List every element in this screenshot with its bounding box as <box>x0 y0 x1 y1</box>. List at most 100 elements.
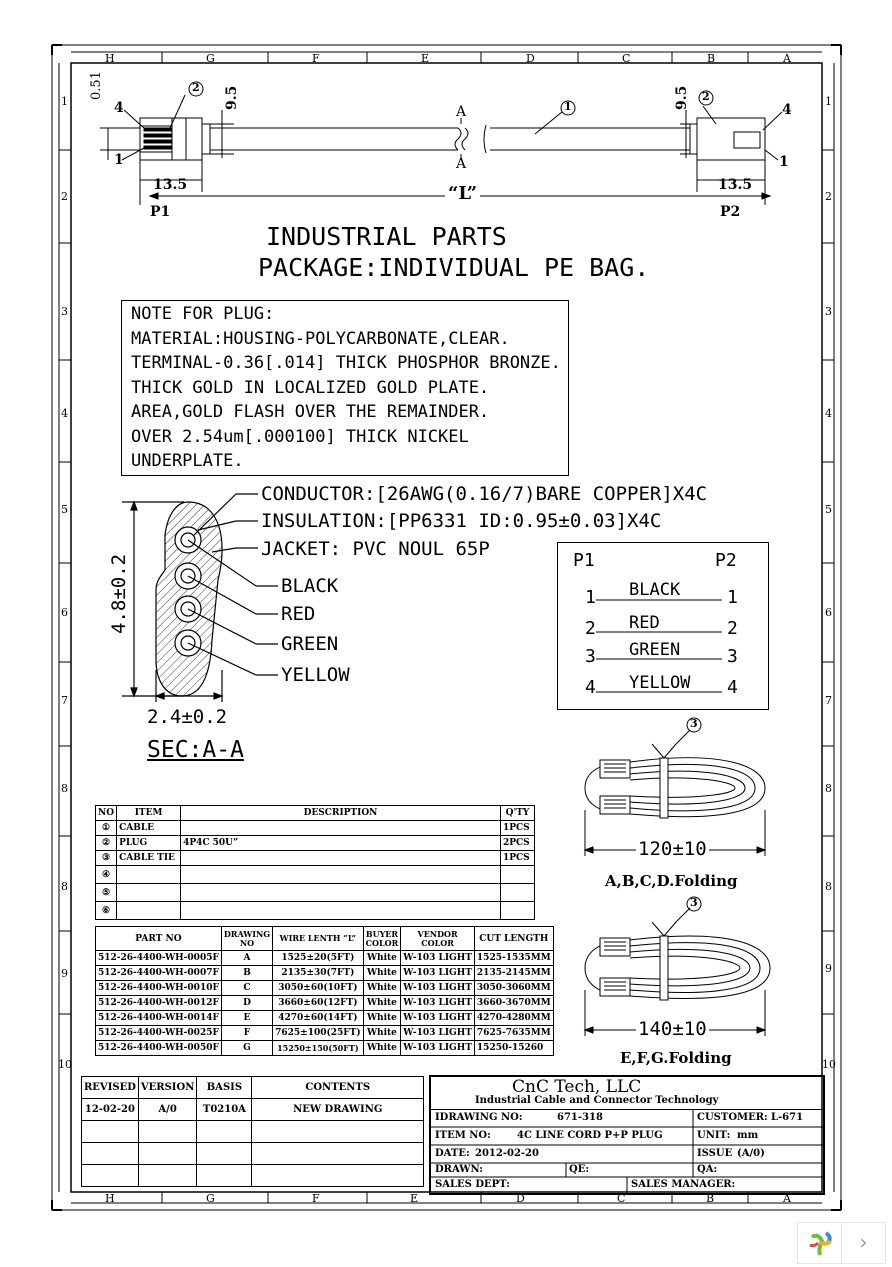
cut-length: 1525-1535MM <box>473 950 554 966</box>
title-block-header: CnC Tech, LLC Industrial Cable and Conne… <box>431 1077 823 1110</box>
vendor-color: W-103 LIGHT <box>400 1025 475 1041</box>
vendor-color: W-103 LIGHT <box>400 995 475 1011</box>
col-label: G <box>206 1192 215 1205</box>
table-row: ⑥ <box>94 901 536 920</box>
heading-package: PACKAGE:INDIVIDUAL PE BAG. <box>258 253 650 282</box>
row-label: 8 <box>61 782 68 795</box>
drawing-no: C <box>220 980 274 996</box>
pinout-color-3: GREEN <box>629 640 681 660</box>
row-label: 2 <box>825 190 832 203</box>
drawing-no: E <box>220 1010 274 1026</box>
issue-label: ISSUE <box>697 1148 733 1159</box>
table-row <box>81 1120 424 1143</box>
note-line: OVER 2.54um[.000100] THICK NICKEL <box>131 426 469 447</box>
part-no: 512-26-4400-WH-0025F <box>95 1025 222 1041</box>
dim-13-5-left: 13.5 <box>153 177 188 193</box>
viewer-logo-button[interactable] <box>797 1222 843 1264</box>
bom-qty <box>499 883 536 902</box>
customer-label: CUSTOMER: <box>697 1112 768 1123</box>
conductor-label: CONDUCTOR:[26AWG(0.16/7)BARE COPPER]X4C <box>261 483 708 505</box>
pinout-p2: P2 <box>715 550 737 571</box>
row-label: 7 <box>825 694 832 707</box>
col-label: F <box>312 52 320 65</box>
col-label: C <box>617 1192 626 1205</box>
qa-label: QA: <box>697 1164 718 1175</box>
col-label: G <box>206 52 215 65</box>
revision-basis: T0210A <box>196 1098 253 1121</box>
bom-qty <box>499 865 536 884</box>
bom-no: ④ <box>94 865 118 884</box>
col-label: E <box>410 1192 419 1205</box>
drawing-no: G <box>220 1040 274 1056</box>
col-label: D <box>516 1192 525 1205</box>
bom-item <box>116 865 182 884</box>
folding-caption-top: A,B,C,D.Folding <box>605 872 738 890</box>
chevron-right-icon: › <box>859 1230 868 1254</box>
folding-illustrations <box>583 717 771 1036</box>
table-row: ② PLUG 4P4C 50U” 2PCS <box>94 835 536 851</box>
pinout-left-1: 1 <box>585 587 596 608</box>
plug-label-p1: P1 <box>150 204 171 220</box>
cut-length: 15250-15260 <box>473 1040 554 1056</box>
row-label: 2 <box>61 190 68 203</box>
bom-header-row: NO ITEM DESCRIPTION Q'TY <box>94 805 536 821</box>
col-label: H <box>105 52 115 65</box>
bom-qty <box>499 901 536 920</box>
table-row: 512-26-4400-WH-0014F E 4270±60(14FT) Whi… <box>95 1010 554 1026</box>
company-tagline: Industrial Cable and Connector Technolog… <box>475 1095 719 1106</box>
company-name: CnC Tech, LLC <box>512 1077 642 1097</box>
buyer-color: White <box>362 1040 402 1056</box>
cut-length: 2135-2145MM <box>473 965 554 981</box>
title-block: CnC Tech, LLC Industrial Cable and Conne… <box>429 1075 825 1195</box>
bom-header-item: ITEM <box>116 805 182 821</box>
table-row: 512-26-4400-WH-0050F G 15250±150(50FT) W… <box>95 1040 554 1056</box>
plug-label-p2: P2 <box>720 204 741 220</box>
row-label: 9 <box>825 962 832 975</box>
col-label: B <box>706 1192 715 1205</box>
pinout-left-4: 4 <box>585 677 596 698</box>
bom-desc: 4P4C 50U” <box>180 835 501 851</box>
bom-no: ① <box>94 820 118 836</box>
note-box: NOTE FOR PLUG: MATERIAL:HOUSING-POLYCARB… <box>121 300 569 476</box>
next-page-button[interactable]: › <box>841 1222 886 1264</box>
bom-no: ⑤ <box>94 883 118 902</box>
drawing-no-value: 671-318 <box>557 1112 603 1123</box>
pinout-right-1: 1 <box>727 587 738 608</box>
wire-green-label: GREEN <box>281 633 339 655</box>
bom-table: NO ITEM DESCRIPTION Q'TY ① CABLE 1PCS ② … <box>94 805 536 920</box>
bom-header-no: NO <box>94 805 118 821</box>
wire-length: 3050±60(10FT) <box>272 980 364 996</box>
unit-label: UNIT: <box>697 1130 731 1141</box>
parts-header-drawing-no: DRAWING NO <box>220 926 274 951</box>
bom-item <box>116 901 182 920</box>
bom-header-qty: Q'TY <box>499 805 536 821</box>
revision-header-contents: CONTENTS <box>251 1076 424 1099</box>
sales-dept-label: SALES DEPT: <box>435 1179 510 1190</box>
bom-desc <box>180 865 501 884</box>
pinout-right-2: 2 <box>727 618 738 639</box>
revision-table: REVISED VERSION BASIS CONTENTS 12-02-20 … <box>81 1076 424 1187</box>
table-row: 512-26-4400-WH-0012F D 3660±60(12FT) Whi… <box>95 995 554 1011</box>
pinout-left-2: 2 <box>585 618 596 639</box>
wire-length: 3660±60(12FT) <box>272 995 364 1011</box>
wire-length: 4270±60(14FT) <box>272 1010 364 1026</box>
row-label: 10 <box>822 1058 836 1071</box>
buyer-color: White <box>362 1010 402 1026</box>
pinout-right-3: 3 <box>727 646 738 667</box>
table-row <box>81 1164 424 1187</box>
pinout-color-2: RED <box>629 613 660 633</box>
revision-header-basis: BASIS <box>196 1076 253 1099</box>
note-line: MATERIAL:HOUSING-POLYCARBONATE,CLEAR. <box>131 328 510 349</box>
note-line: UNDERPLATE. <box>131 451 244 471</box>
cut-length: 4270-4280MM <box>473 1010 554 1026</box>
table-row: 512-26-4400-WH-0010F C 3050±60(10FT) Whi… <box>95 980 554 996</box>
bom-desc <box>180 820 501 836</box>
bom-no: ② <box>94 835 118 851</box>
col-label: H <box>105 1192 115 1205</box>
revision-header-revised: REVISED <box>81 1076 139 1099</box>
bom-qty: 2PCS <box>499 835 536 851</box>
row-label: 4 <box>825 407 832 420</box>
pinout-box <box>557 542 769 710</box>
row-label: 1 <box>825 95 832 108</box>
